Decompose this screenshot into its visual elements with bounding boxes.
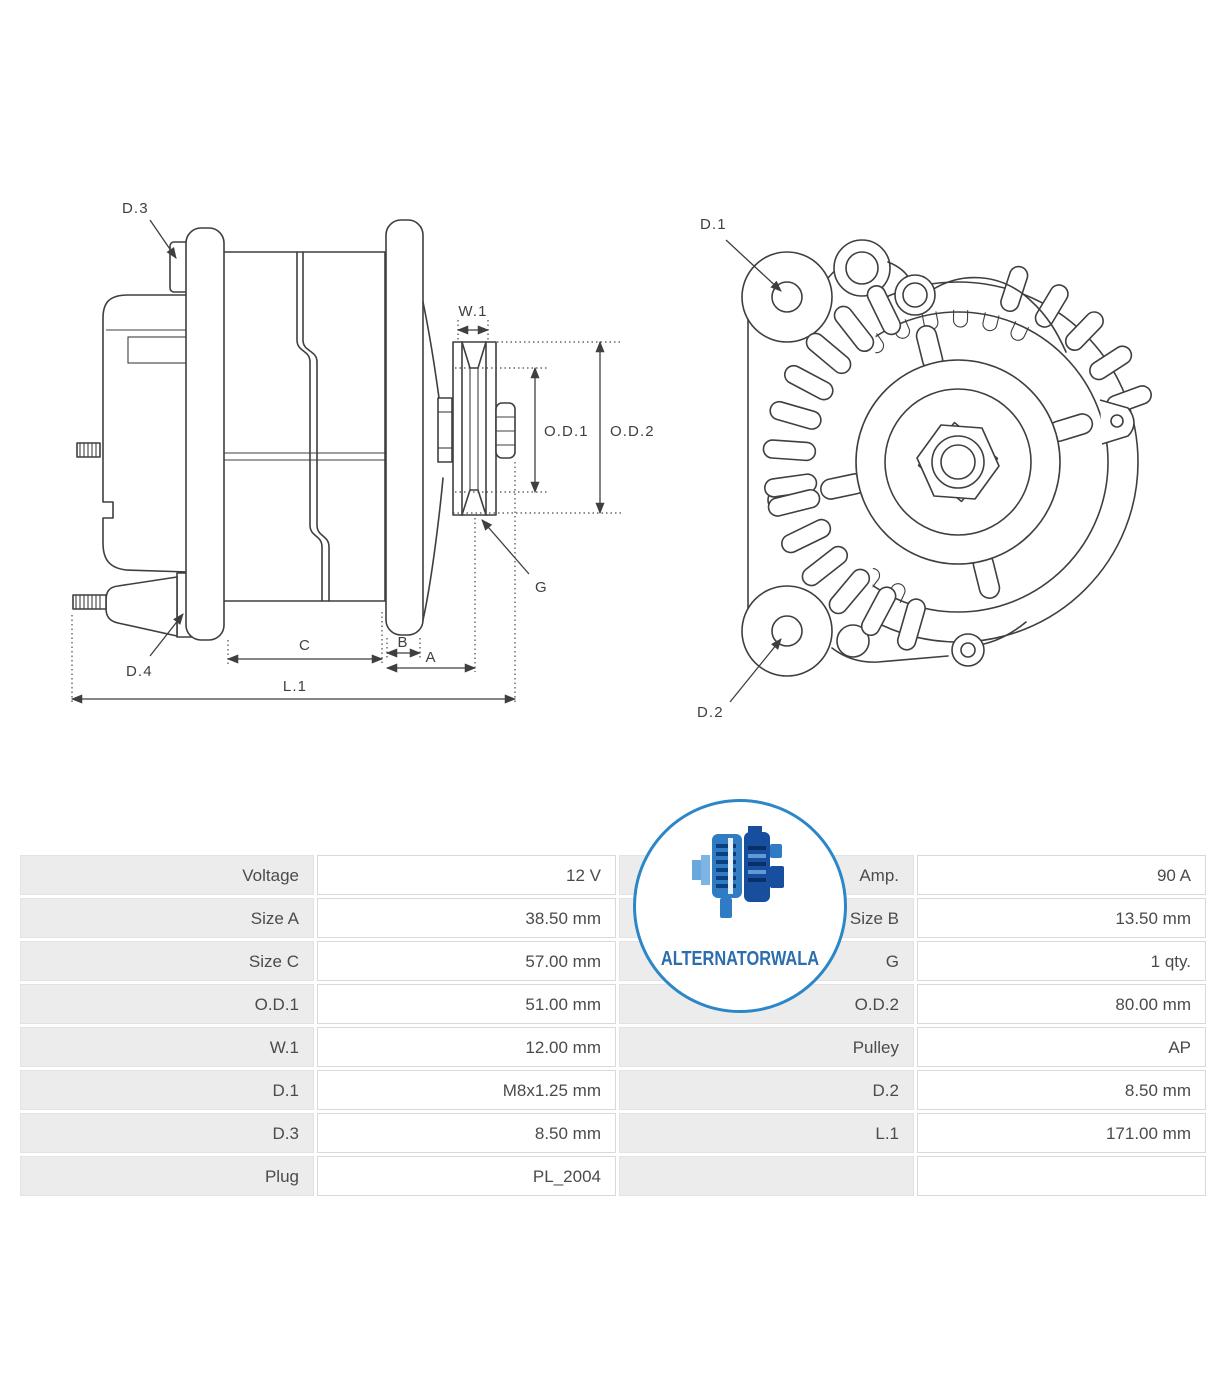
- spec-value-cell: 90 A: [917, 855, 1206, 895]
- spec-label-cell: D.3: [20, 1113, 314, 1153]
- technical-drawing: D.3 D.4 W.1 O.D.1 O.D.2 G C B A L.1: [70, 200, 1155, 721]
- spec-value-cell: 1 qty.: [917, 941, 1206, 981]
- spec-label-cell: W.1: [20, 1027, 314, 1067]
- spec-label-cell: D.1: [20, 1070, 314, 1110]
- spec-value-cell: 80.00 mm: [917, 984, 1206, 1024]
- dim-label-d4: D.4: [126, 663, 153, 680]
- spec-value-cell: 12.00 mm: [317, 1027, 616, 1067]
- dim-label-od1: O.D.1: [544, 423, 589, 440]
- dim-label-d1: D.1: [700, 216, 727, 233]
- spec-value-cell: 8.50 mm: [917, 1070, 1206, 1110]
- spec-label-cell: D.2: [619, 1070, 914, 1110]
- front-view-drawing: D.1 D.2: [697, 216, 1155, 721]
- spec-value-cell: 171.00 mm: [917, 1113, 1206, 1153]
- spec-label-cell: [619, 1156, 914, 1196]
- dim-label-a: A: [425, 649, 436, 666]
- dim-label-od2: O.D.2: [610, 423, 655, 440]
- thread-hatch: [79, 443, 97, 457]
- spec-value-cell: AP: [917, 1027, 1206, 1067]
- dim-label-c: C: [299, 637, 311, 654]
- brand-logo: ALTERNATORWALA: [633, 799, 847, 1013]
- dim-label-d2: D.2: [697, 704, 724, 721]
- spec-value-cell: PL_2004: [317, 1156, 616, 1196]
- spec-value-cell: 12 V: [317, 855, 616, 895]
- dim-label-d3: D.3: [122, 200, 149, 217]
- spec-label-cell: Size C: [20, 941, 314, 981]
- spec-value-cell: 38.50 mm: [317, 898, 616, 938]
- dim-label-b: B: [397, 634, 408, 651]
- spec-label-cell: Voltage: [20, 855, 314, 895]
- thread-hatch: [75, 595, 101, 609]
- spec-value-cell: [917, 1156, 1206, 1196]
- spec-value-cell: 51.00 mm: [317, 984, 616, 1024]
- side-view-drawing: D.3 D.4 W.1 O.D.1 O.D.2 G C B A L.1: [70, 200, 655, 704]
- spec-value-cell: 8.50 mm: [317, 1113, 616, 1153]
- spec-label-cell: Size A: [20, 898, 314, 938]
- spec-value-cell: M8x1.25 mm: [317, 1070, 616, 1110]
- spec-label-cell: O.D.1: [20, 984, 314, 1024]
- dim-label-g: G: [535, 579, 548, 596]
- spec-table: Voltage 12 V Amp. 90 A Size A 38.50 mm S…: [20, 855, 1206, 1196]
- spec-label-cell: Pulley: [619, 1027, 914, 1067]
- spec-label-cell: Plug: [20, 1156, 314, 1196]
- dim-label-w1: W.1: [458, 303, 487, 320]
- spec-value-cell: 57.00 mm: [317, 941, 616, 981]
- dim-label-l1: L.1: [283, 678, 307, 695]
- spec-label-cell: L.1: [619, 1113, 914, 1153]
- spec-value-cell: 13.50 mm: [917, 898, 1206, 938]
- brand-name: ALTERNATORWALA: [660, 948, 820, 970]
- alternator-icon: [692, 826, 784, 918]
